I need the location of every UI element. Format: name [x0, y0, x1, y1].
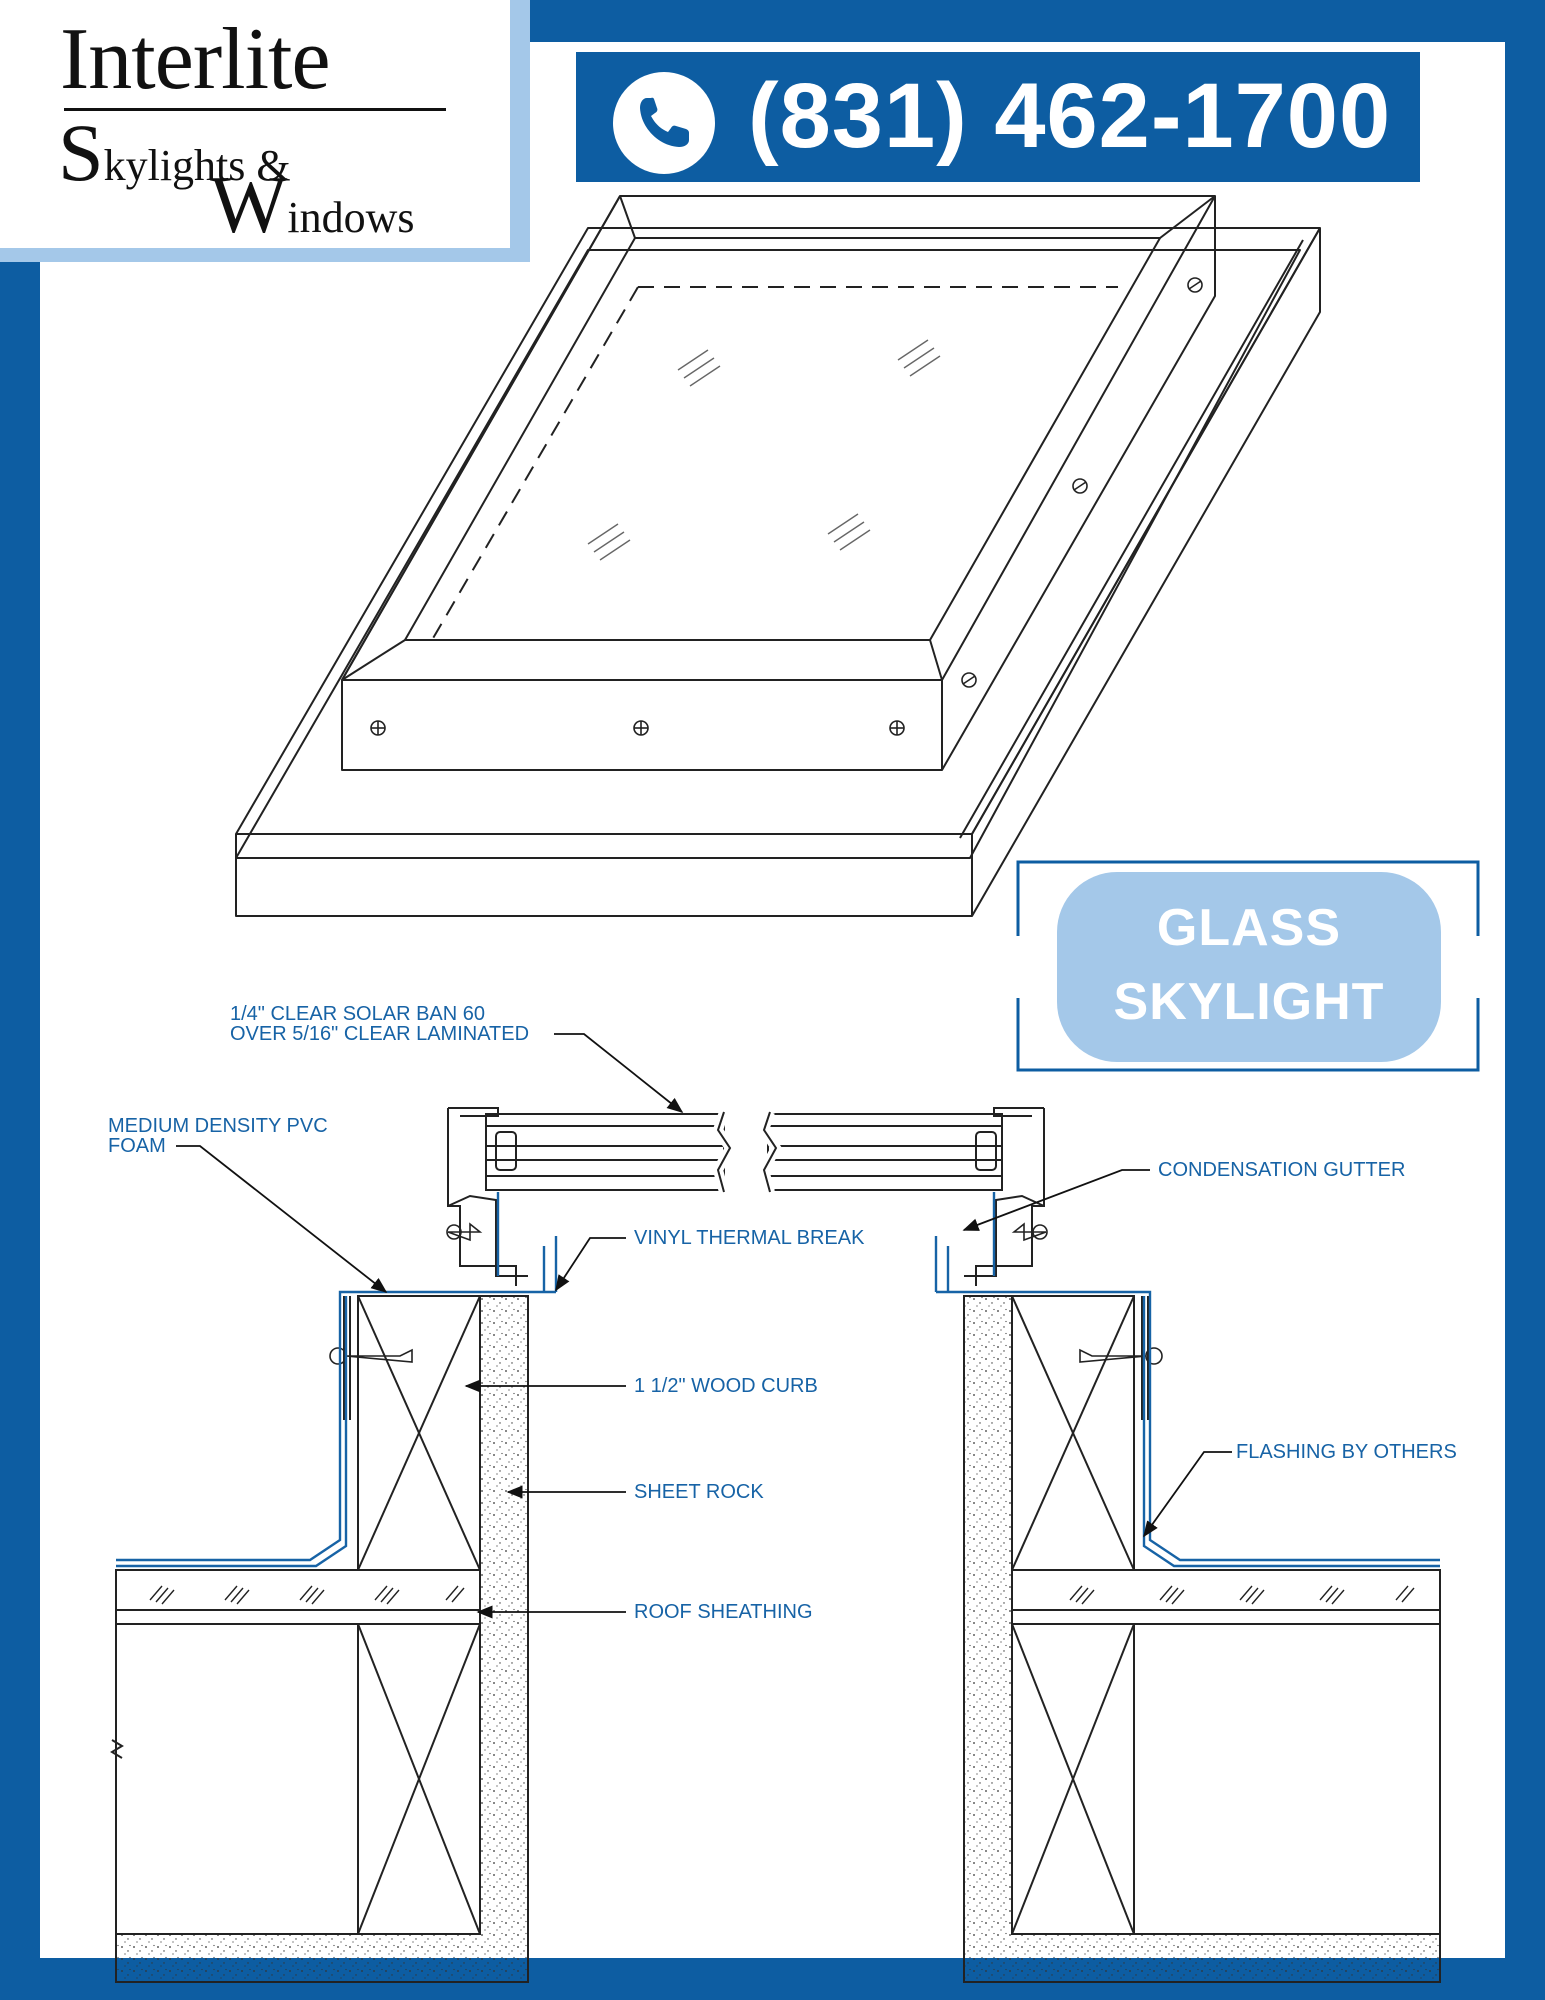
callout-glazing-line1: 1/4" CLEAR SOLAR BAN 60 — [230, 1003, 485, 1025]
callout-leaders — [176, 1033, 1232, 1619]
product-badge — [1057, 872, 1441, 1062]
brand-name: Interlite — [60, 11, 331, 108]
callout-vinyl-thermal-break: VINYL THERMAL BREAK — [634, 1227, 865, 1249]
subtitle-initial-w: W — [210, 159, 288, 250]
subtitle-rest-1: kylights & — [103, 141, 291, 190]
subtitle-rest-2: indows — [287, 193, 415, 242]
phone-icon — [613, 72, 715, 174]
badge-line-1: GLASS — [1156, 899, 1342, 957]
brand-underline — [64, 108, 446, 111]
flashing-lines — [116, 1192, 1440, 1568]
callout-roof-sheathing: ROOF SHEATHING — [634, 1601, 813, 1623]
logo-panel-inner — [0, 0, 510, 248]
phone-banner — [576, 52, 1420, 182]
skylight-isometric-drawing — [235, 195, 1321, 917]
callout-flashing: FLASHING BY OTHERS — [1236, 1441, 1457, 1463]
badge-line-2: SKYLIGHT — [1113, 973, 1385, 1031]
subtitle-initial-s: S — [58, 107, 104, 198]
callout-glazing-line2: OVER 5/16" CLEAR LAMINATED — [230, 1023, 530, 1045]
brand-subtitle-line1: Skylights & — [58, 108, 291, 221]
section-detail-drawing — [110, 1107, 1441, 1983]
callout-wood-curb: 1 1/2" WOOD CURB — [634, 1375, 818, 1397]
badge-frame — [1016, 860, 1480, 1072]
brand-subtitle-line2: Windows — [210, 160, 415, 273]
callout-foam-line2: FOAM — [108, 1135, 166, 1157]
callout-sheet-rock: SHEET ROCK — [634, 1481, 764, 1503]
callout-condensation-gutter: CONDENSATION GUTTER — [1158, 1159, 1406, 1181]
callout-foam-line1: MEDIUM DENSITY PVC — [108, 1115, 328, 1137]
phone-number[interactable]: (831) 462-1700 — [748, 65, 1392, 167]
